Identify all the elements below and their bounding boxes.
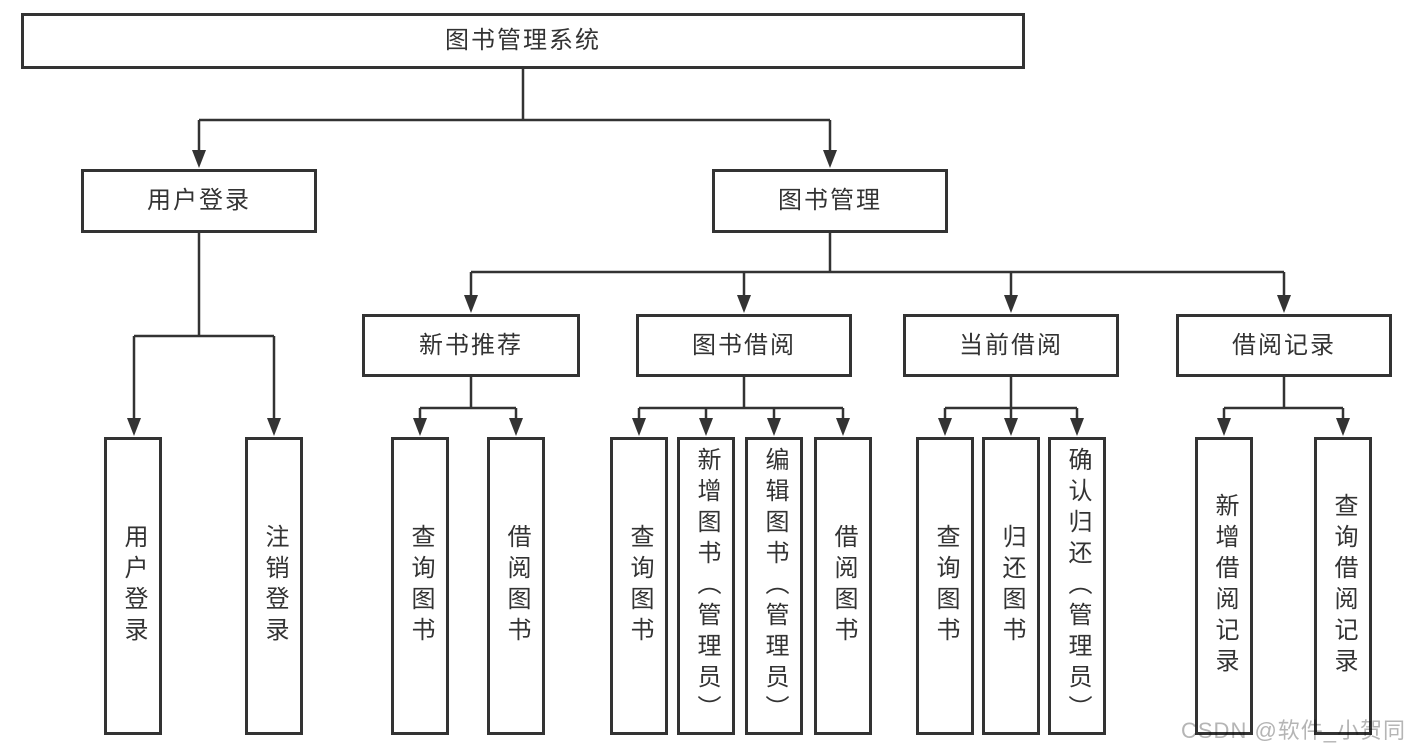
node-label: 新增借阅记录 xyxy=(1211,493,1238,679)
leaf-add-book-admin: 新增图书（管理员） xyxy=(677,437,735,735)
node-library-system: 图书管理系统 xyxy=(21,13,1025,69)
edge-line xyxy=(943,377,1079,419)
arrow-down-icon xyxy=(1004,295,1018,313)
node-label: 归还图书 xyxy=(998,524,1025,648)
edge-line xyxy=(197,69,832,152)
watermark: CSDN @软件_小贺同学 xyxy=(1181,718,1405,743)
arrow-down-icon xyxy=(192,150,206,168)
node-label: 编辑图书（管理员） xyxy=(761,446,788,726)
arrow-down-icon xyxy=(1004,418,1018,436)
leaf-add-borrow-record: 新增借阅记录 xyxy=(1195,437,1253,735)
leaf-edit-book-admin: 编辑图书（管理员） xyxy=(745,437,803,735)
node-label: 查询图书 xyxy=(407,524,434,648)
node-label: 新书推荐 xyxy=(419,331,523,359)
arrow-down-icon xyxy=(267,418,281,436)
edges-root xyxy=(192,69,837,168)
node-book-borrow: 图书借阅 xyxy=(636,314,852,377)
arrow-down-icon xyxy=(938,418,952,436)
node-label: 图书借阅 xyxy=(692,331,796,359)
arrow-down-icon xyxy=(413,418,427,436)
arrow-down-icon xyxy=(127,418,141,436)
node-book-management: 图书管理 xyxy=(712,169,948,233)
node-label: 图书管理 xyxy=(778,187,882,214)
arrow-down-icon xyxy=(632,418,646,436)
leaf-borrow-books-recommend: 借阅图书 xyxy=(487,437,545,735)
node-label: 查询图书 xyxy=(626,524,653,648)
arrow-down-icon xyxy=(836,418,850,436)
node-borrow-records: 借阅记录 xyxy=(1176,314,1392,377)
edges-new-book xyxy=(413,377,523,436)
node-label: 确认归还（管理员） xyxy=(1064,446,1091,726)
edge-line xyxy=(132,233,276,419)
node-user-login: 用户登录 xyxy=(81,169,317,233)
edges-current-borrow xyxy=(938,377,1084,436)
arrow-down-icon xyxy=(1277,295,1291,313)
edge-line xyxy=(1222,377,1345,419)
node-label: 注销登录 xyxy=(261,524,288,648)
node-label: 当前借阅 xyxy=(959,331,1063,359)
edges-borrow-records xyxy=(1217,377,1350,436)
edges-book-borrow xyxy=(632,377,850,436)
leaf-confirm-return-admin: 确认归还（管理员） xyxy=(1048,437,1106,735)
edge-line xyxy=(469,233,1286,297)
edges-user-login xyxy=(127,233,281,436)
arrow-down-icon xyxy=(1217,418,1231,436)
leaf-return-book: 归还图书 xyxy=(982,437,1040,735)
leaf-query-books-recommend: 查询图书 xyxy=(391,437,449,735)
arrow-down-icon xyxy=(464,295,478,313)
node-new-book-recommend: 新书推荐 xyxy=(362,314,580,377)
node-label: 用户登录 xyxy=(120,524,147,648)
arrow-down-icon xyxy=(1336,418,1350,436)
node-label: 借阅图书 xyxy=(503,524,530,648)
arrow-down-icon xyxy=(1070,418,1084,436)
node-label: 借阅图书 xyxy=(830,524,857,648)
edge-line xyxy=(637,377,845,419)
node-label: 新增图书（管理员） xyxy=(693,446,720,726)
node-label: 查询借阅记录 xyxy=(1330,493,1357,679)
leaf-query-books-current: 查询图书 xyxy=(916,437,974,735)
leaf-user-login: 用户登录 xyxy=(104,437,162,735)
arrow-down-icon xyxy=(699,418,713,436)
node-label: 用户登录 xyxy=(147,187,251,214)
arrow-down-icon xyxy=(509,418,523,436)
leaf-logout: 注销登录 xyxy=(245,437,303,735)
edges-book-management xyxy=(464,233,1291,313)
node-label: 图书管理系统 xyxy=(445,27,601,54)
node-label: 查询图书 xyxy=(932,524,959,648)
leaf-query-books-borrow: 查询图书 xyxy=(610,437,668,735)
edge-line xyxy=(418,377,518,419)
leaf-query-borrow-record: 查询借阅记录 xyxy=(1314,437,1372,735)
leaf-borrow-books: 借阅图书 xyxy=(814,437,872,735)
arrow-down-icon xyxy=(737,295,751,313)
node-label: 借阅记录 xyxy=(1232,331,1336,359)
arrow-down-icon xyxy=(767,418,781,436)
arrow-down-icon xyxy=(823,150,837,168)
node-current-borrow: 当前借阅 xyxy=(903,314,1119,377)
